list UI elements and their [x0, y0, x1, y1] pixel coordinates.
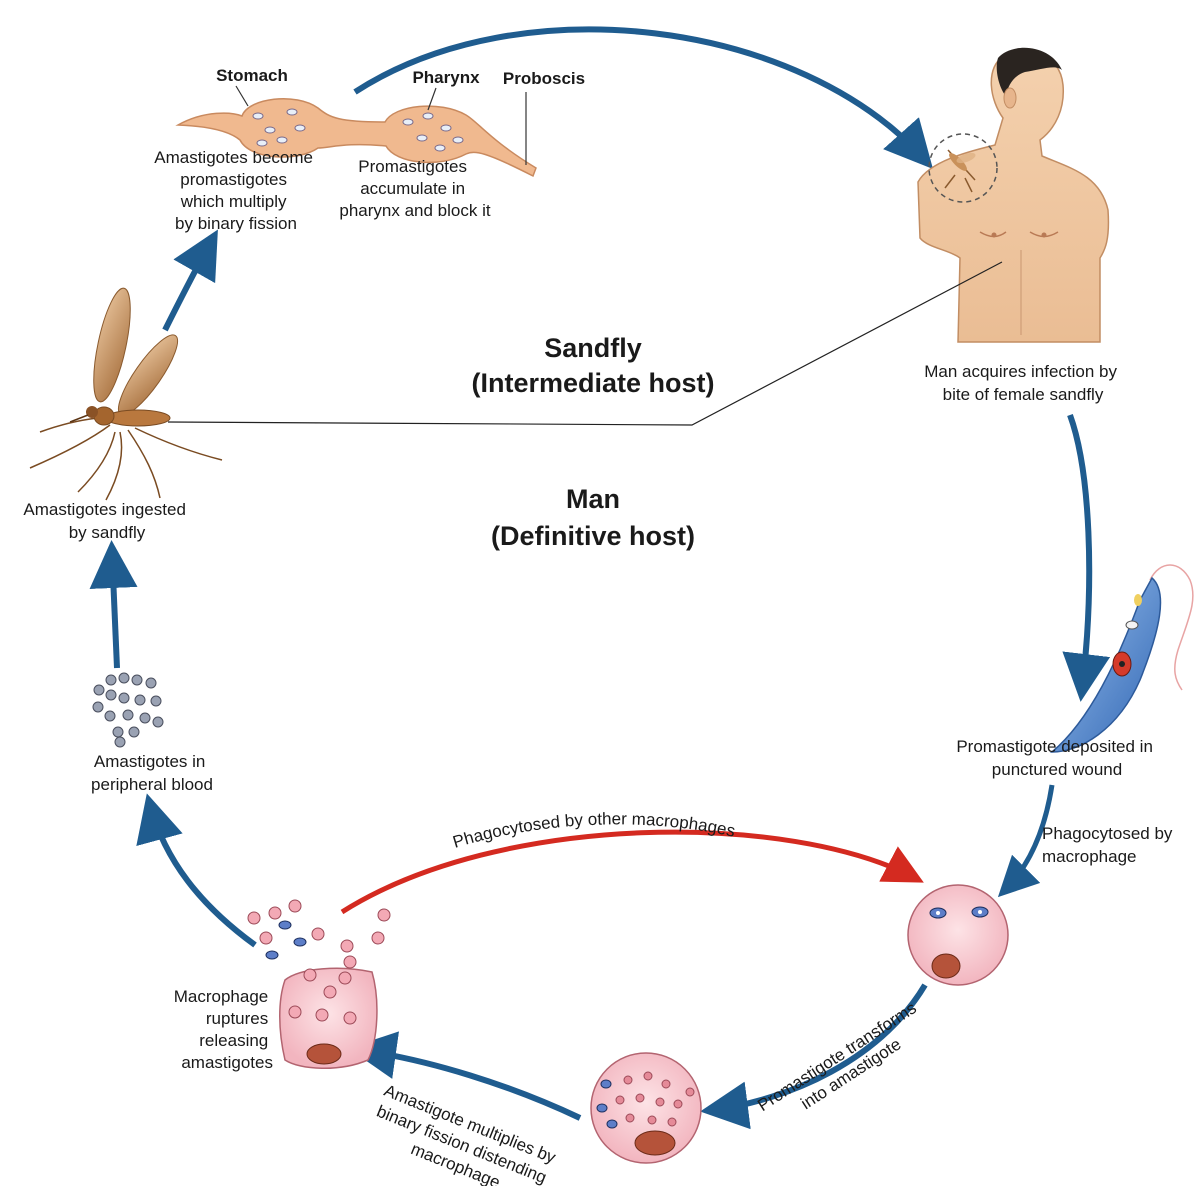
proboscis-label: Proboscis	[503, 69, 585, 88]
red-arrow-label: Phagocytosed by other macrophages	[451, 809, 737, 851]
caption-macrophage-ruptures: Macrophage ruptures releasing amastigote…	[174, 987, 273, 1072]
promastigote-illustration	[1052, 565, 1193, 752]
man-title: Man	[566, 484, 620, 514]
caption-amastigotes-become: Amastigotes become promastigotes which m…	[154, 148, 317, 233]
arrow-sandfly-to-gut	[165, 240, 212, 330]
pharynx-label: Pharynx	[412, 68, 480, 87]
stomach-label: Stomach	[216, 66, 288, 85]
sandfly-subtitle: (Intermediate host)	[471, 368, 714, 398]
macrophage-with-promastigote	[908, 885, 1008, 985]
caption-amastigotes-peripheral: Amastigotes in peripheral blood	[91, 752, 213, 794]
man-subtitle: (Definitive host)	[491, 521, 695, 551]
arrow-phagocytosed-by-other-macrophages	[342, 832, 915, 912]
arrow-man-to-promastigote	[1070, 415, 1089, 690]
sandfly-title: Sandfly	[544, 333, 642, 363]
amastigotes-cluster	[93, 673, 163, 747]
caption-promastigote-deposited: Promastigote deposited in punctured woun…	[956, 737, 1157, 779]
arrow-blood-to-sandfly	[112, 552, 117, 668]
caption-promastigotes-accumulate: Promastigotes accumulate in pharynx and …	[339, 157, 490, 220]
caption-phagocytosed-by-macrophage: Phagocytosed by macrophage	[1042, 824, 1177, 866]
sandfly-illustration	[30, 285, 222, 500]
caption-amastigotes-ingested: Amastigotes ingested by sandfly	[23, 500, 190, 542]
arrow-rupture-to-blood	[150, 805, 255, 945]
macrophage-multiplying	[591, 1053, 701, 1163]
caption-man-acquires: Man acquires infection by bite of female…	[924, 362, 1122, 404]
man-illustration	[918, 48, 1108, 342]
